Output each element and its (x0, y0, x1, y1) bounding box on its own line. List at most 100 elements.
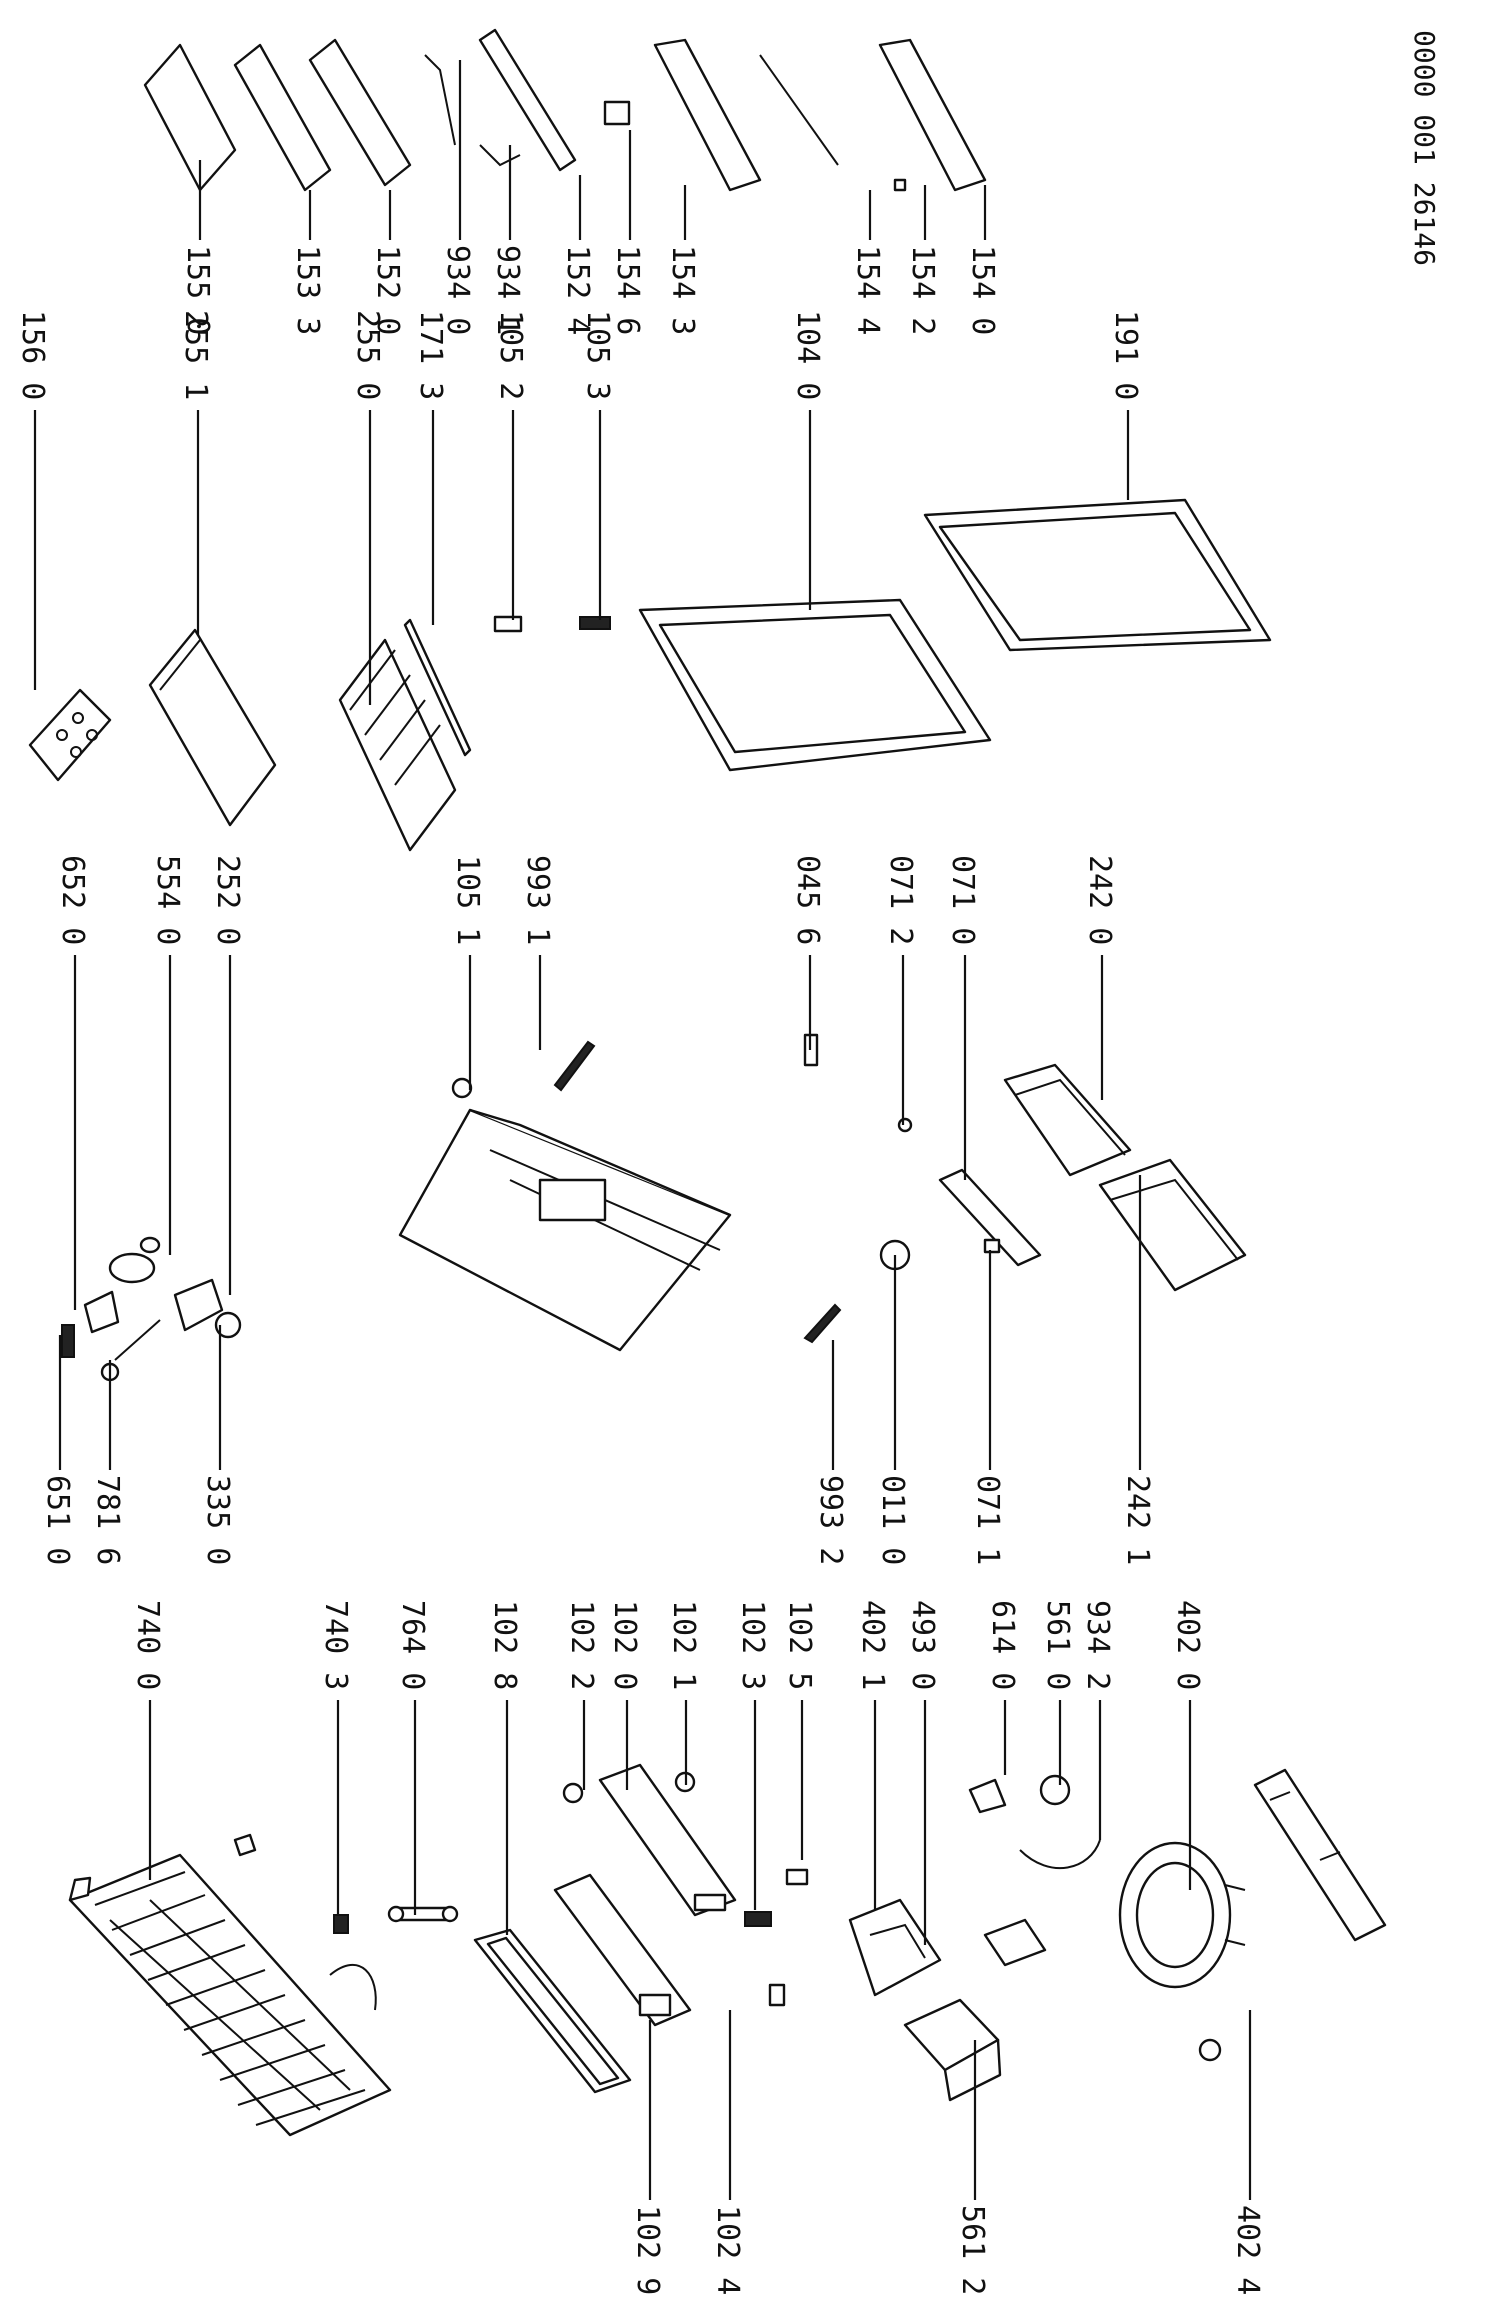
gasket-frame-part (473, 1928, 632, 2094)
part-493-0 (983, 1918, 1047, 1967)
cabinet-part (398, 1108, 732, 1352)
door-gasket-part (923, 498, 1272, 652)
relay-cover-part (848, 1898, 942, 1997)
part-614-0 (968, 1778, 1007, 1814)
callout-label: 554 0 (150, 855, 185, 945)
part-154-4 (759, 54, 839, 166)
callout-label: 335 0 (200, 1475, 235, 1565)
condenser-coil-part (68, 1833, 392, 2137)
callout-label: 740 0 (130, 1600, 165, 1690)
part-105-3 (579, 616, 611, 630)
callout-label: 934 0 (440, 245, 475, 335)
callout-label: 252 0 (210, 855, 245, 945)
door-frame-part (638, 598, 992, 772)
bottle-shelf-152-0-part (308, 38, 412, 187)
callout-label: 104 0 (790, 310, 825, 400)
callout-label: 156 0 (15, 310, 50, 400)
callout-label: 255 0 (350, 310, 385, 400)
callout-label: 152 0 (370, 245, 405, 335)
shelf-152-4-part (478, 28, 577, 172)
part-154-6 (603, 100, 631, 126)
callout-label: 102 9 (630, 2205, 665, 2295)
shelf-154-3-part (653, 38, 762, 192)
callout-label: 934 2 (1080, 1600, 1115, 1690)
callout-label: 561 0 (1040, 1600, 1075, 1690)
callout-label: 740 3 (318, 1600, 353, 1690)
callout-label: 102 5 (782, 1600, 817, 1690)
callout-label: 155 0 (180, 245, 215, 335)
thermostat-knob-part (108, 1236, 161, 1284)
part-651-652 (61, 1290, 120, 1358)
callout-label: 402 1 (855, 1600, 890, 1690)
part-102-5 (785, 1868, 809, 1886)
callout-labels: 102 9 102 4 561 2 402 4 740 0 740 3 764 … (15, 30, 1441, 2295)
egg-tray-156-0-part (28, 688, 112, 782)
callout-label: 402 0 (1170, 1600, 1205, 1690)
callout-label: 045 6 (790, 855, 825, 945)
bottle-shelf-153-3-part (233, 43, 332, 192)
callout-label: 071 0 (945, 855, 980, 945)
part-993-1 (553, 1040, 596, 1092)
callout-label: 102 2 (564, 1600, 599, 1690)
callout-label: 255 1 (178, 310, 213, 400)
callout-label: 781 6 (90, 1475, 125, 1565)
part-934-2-wire (1019, 1839, 1101, 1869)
part-252-0 (173, 1278, 224, 1332)
callout-label: 993 1 (520, 855, 555, 945)
part-071-2 (897, 1117, 913, 1133)
part-740-3-clip (333, 1914, 349, 1934)
crisper-242-1-part (1098, 1158, 1247, 1292)
callout-label: 402 4 (1230, 2205, 1265, 2295)
callout-label: 154 2 (905, 245, 940, 335)
shelf-154-0-part (878, 38, 987, 192)
part-071-1 (983, 1238, 1001, 1254)
shelf-255-0-part (338, 638, 457, 852)
callout-label: 614 0 (985, 1600, 1020, 1690)
callout-label: 102 0 (607, 1600, 642, 1690)
callout-label: 652 0 (55, 855, 90, 945)
callout-label: 993 2 (813, 1475, 848, 1565)
callout-label: 152 4 (560, 245, 595, 335)
callout-label: 171 3 (413, 310, 448, 400)
callout-label: 105 2 (493, 310, 528, 400)
part-105-1 (451, 1077, 473, 1099)
callout-label: 105 1 (450, 855, 485, 945)
part-105-2 (493, 615, 523, 633)
callout-label: 651 0 (40, 1475, 75, 1565)
part-934-0 (424, 54, 456, 146)
callout-label: 071 1 (970, 1475, 1005, 1565)
compressor-part (1118, 1841, 1246, 1989)
electrical-box-part (553, 1763, 737, 2027)
callout-label: 153 3 (290, 245, 325, 335)
callout-label: 154 3 (665, 245, 700, 335)
callout-label: 154 4 (850, 245, 885, 335)
callout-label: 493 0 (905, 1600, 940, 1690)
callout-label: 102 4 (710, 2205, 745, 2295)
part-561-0 (1039, 1774, 1071, 1806)
part-154-2 (893, 178, 907, 192)
part-934-1 (479, 144, 521, 167)
callout-label: 011 0 (875, 1475, 910, 1565)
shelf-255-1-part (148, 628, 277, 827)
document-number: 0000 001 26146 (1408, 30, 1441, 266)
part-171-3 (403, 618, 472, 757)
callout-label: 102 3 (735, 1600, 770, 1690)
part-102-4 (768, 1983, 786, 2007)
drier-filter-part (387, 1905, 459, 1923)
callout-label: 071 2 (883, 855, 918, 945)
part-335-0 (214, 1311, 242, 1339)
egg-tray-155-0-part (143, 43, 237, 192)
part-402-4 (1198, 2038, 1222, 2062)
compressor-base-plate-part (1253, 1768, 1387, 1942)
callout-label: 102 8 (487, 1600, 522, 1690)
part-102-3 (744, 1911, 772, 1927)
part-071-0 (938, 1168, 1042, 1267)
crisper-242-0-part (1003, 1063, 1132, 1177)
callout-label: 242 0 (1082, 855, 1117, 945)
callout-label: 934 1 (490, 245, 525, 335)
part-993-2 (803, 1303, 842, 1344)
callout-label: 191 0 (1108, 310, 1143, 400)
callout-label: 154 6 (610, 245, 645, 335)
